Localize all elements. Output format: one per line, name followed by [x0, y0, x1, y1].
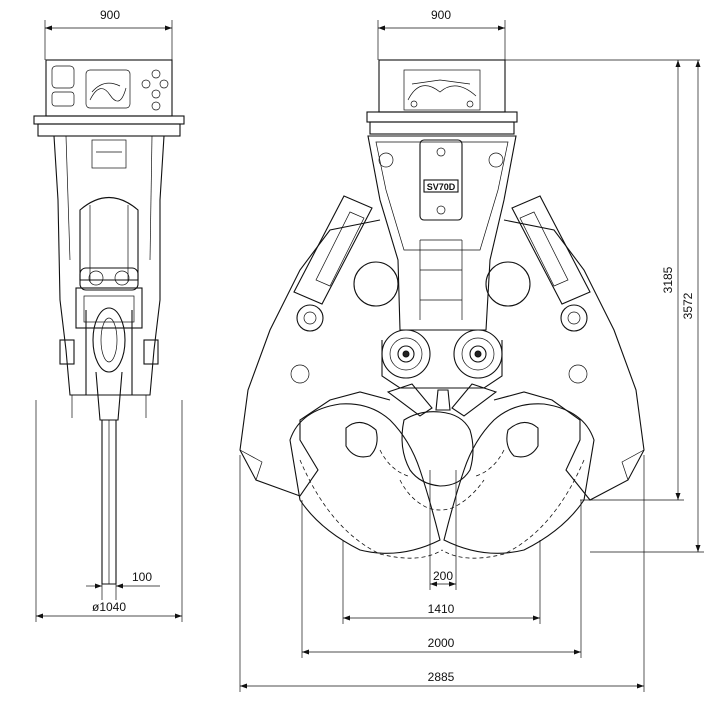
front-inner-height-label: 3185	[661, 266, 675, 293]
side-diameter-dimension: ø1040	[35, 400, 183, 622]
front-overall-height-label: 3572	[681, 292, 695, 319]
side-rotator-head	[33, 59, 185, 137]
side-view: 900	[33, 8, 185, 622]
front-top-width-label: 900	[431, 8, 451, 22]
front-height-dimensions: 3185 3572	[505, 59, 704, 553]
side-tip-dimension: 100	[86, 560, 160, 600]
front-top-width-dimension: 900	[377, 8, 506, 60]
side-body	[53, 135, 165, 421]
side-top-width-dimension: 900	[44, 8, 173, 60]
front-right-cylinder	[485, 195, 591, 332]
front-jaws	[289, 383, 595, 559]
side-tip-width-label: 100	[132, 570, 152, 584]
front-rotator-head	[366, 59, 518, 135]
front-view: 900 SV70D	[239, 8, 704, 692]
front-main-frame: SV70D	[367, 135, 517, 331]
side-top-width-label: 900	[100, 8, 120, 22]
front-pivot-bearings	[381, 329, 503, 389]
front-width-3-label: 2885	[428, 670, 455, 684]
front-width-2-label: 2000	[428, 636, 455, 650]
side-diameter-label: ø1040	[92, 600, 126, 614]
front-width-dimensions: 200 1410 2000 2885	[239, 455, 645, 692]
front-left-cylinder	[293, 195, 399, 332]
front-tip-gap-label: 200	[433, 569, 453, 583]
model-label: SV70D	[427, 182, 456, 192]
front-jaw-arms	[239, 219, 645, 501]
front-width-1-label: 1410	[428, 602, 455, 616]
side-jaw-blade	[71, 395, 147, 585]
